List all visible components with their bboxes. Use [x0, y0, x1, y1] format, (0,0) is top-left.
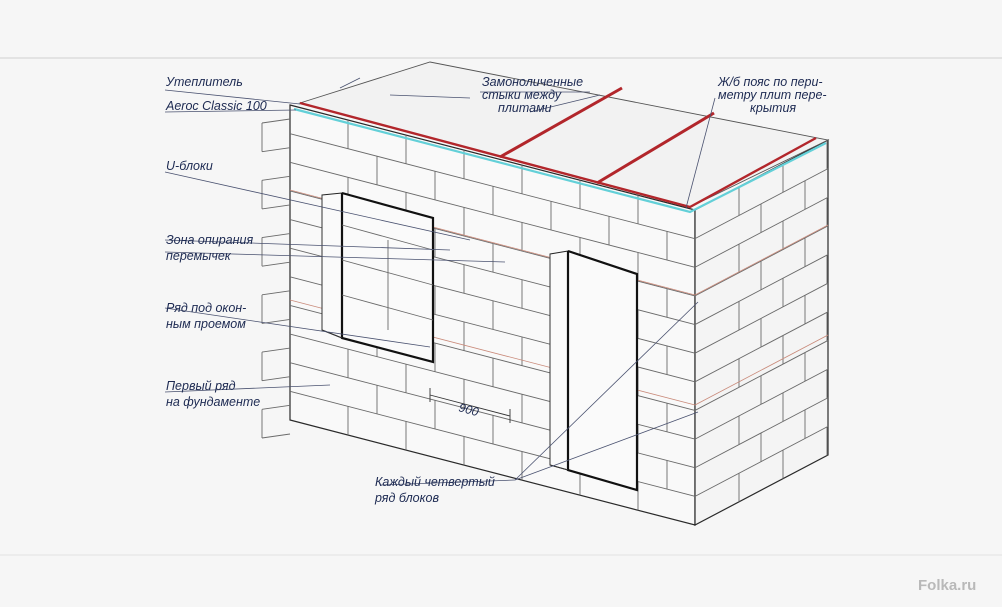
side-course-line	[694, 282, 829, 354]
left-stub-bottom	[261, 433, 291, 439]
bottom-labels: Каждый четвертый ряд блоков	[374, 475, 495, 505]
left-stub-top	[261, 290, 291, 296]
label-insulation-1: Утеплитель	[165, 75, 243, 89]
label-monolithic-3: плитами	[498, 101, 552, 115]
side-course-line	[694, 254, 829, 325]
left-block-stubs	[261, 118, 291, 439]
label-first-row-2: на фундаменте	[166, 395, 260, 409]
left-stub-bottom	[261, 147, 291, 153]
watermark: Folka.ru	[918, 577, 976, 594]
label-monolithic-2: стыки между	[482, 88, 562, 102]
side-course-line	[694, 397, 829, 469]
side-course-line	[694, 425, 829, 497]
left-stub-top	[261, 233, 291, 238]
label-lintel-zone-1: Зона опирания	[166, 233, 253, 247]
label-fourth-row-1: Каждый четвертый	[375, 475, 495, 489]
label-under-window-2: ным проемом	[166, 317, 246, 331]
side-brick-courses	[694, 140, 829, 502]
side-course-line	[694, 311, 829, 383]
left-stub-top	[261, 118, 291, 124]
label-belt-3: крытия	[750, 101, 796, 115]
door-opening	[549, 249, 639, 492]
side-course-line	[694, 340, 829, 411]
side-course-line	[694, 225, 829, 297]
left-stub-top	[261, 175, 291, 181]
dimension-value: 900	[457, 400, 480, 419]
slab-joints	[499, 86, 715, 185]
left-stub-bottom	[261, 204, 291, 210]
left-stub-bottom	[261, 376, 291, 382]
leader-lines	[164, 77, 716, 486]
top-labels: Замоноличенные стыки между плитами Ж/б п…	[482, 75, 827, 115]
label-lintel-zone-2: перемычек	[166, 249, 232, 263]
label-belt-2: метру плит пере-	[718, 88, 827, 102]
left-stub-top	[261, 404, 291, 410]
ring-beam-and-insulation	[293, 101, 827, 214]
label-u-blocks: U-блоки	[166, 159, 213, 173]
label-first-row-1: Первый ряд	[166, 379, 236, 393]
dimension-900: 900	[429, 388, 511, 423]
frame-lines	[0, 57, 1002, 556]
window-opening	[321, 191, 435, 364]
side-wall-face	[694, 139, 829, 526]
front-course-line	[289, 161, 696, 268]
side-course-line	[694, 168, 829, 240]
front-course-line	[289, 133, 696, 240]
label-under-window-1: Ряд под окон-	[166, 301, 246, 315]
side-course-line	[694, 196, 829, 268]
left-labels: Утеплитель Aeroc Classic 100 U-блоки Зон…	[165, 75, 267, 409]
left-stub-bottom	[261, 261, 291, 267]
label-fourth-row-2: ряд блоков	[374, 491, 439, 505]
label-insulation-2: Aeroc Classic 100	[165, 99, 267, 113]
side-course-line	[694, 368, 829, 440]
label-monolithic-1: Замоноличенные	[482, 75, 583, 89]
left-stub-top	[261, 347, 291, 353]
label-belt-1: Ж/б пояс по пери-	[717, 75, 823, 89]
